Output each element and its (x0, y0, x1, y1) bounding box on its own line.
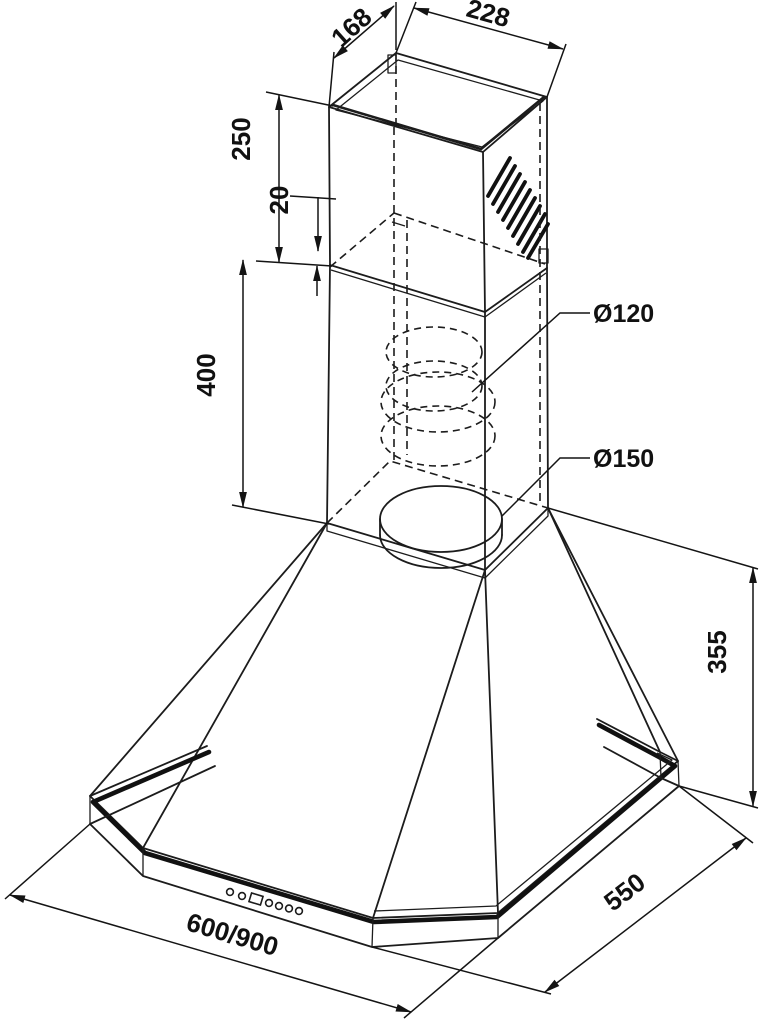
control-button (225, 887, 235, 897)
duct-adapter-hidden (380, 326, 496, 467)
control-button (284, 904, 294, 913)
dim-label-355: 355 (702, 630, 732, 673)
callout-duct-150: Ø150 (501, 445, 654, 517)
dim-400: 400 (191, 259, 330, 525)
control-button (264, 898, 274, 908)
callout-duct-120: Ø120 (471, 300, 654, 393)
control-button (237, 891, 247, 901)
dim-label-250: 250 (226, 117, 256, 160)
canopy-slant-edges (89, 507, 679, 919)
outlet-collar (379, 485, 503, 569)
hidden-edges (326, 53, 549, 524)
dim-label-168: 168 (325, 2, 377, 53)
duct-diameter-150-label: Ø150 (593, 445, 654, 473)
control-button (294, 906, 304, 916)
vent-grille-icon (486, 156, 550, 260)
dim-168: 168 (325, 2, 397, 108)
dim-250: 250 (226, 91, 334, 267)
base-rim (89, 718, 680, 948)
dim-label-20: 20 (264, 186, 294, 215)
control-button (274, 901, 284, 911)
dim-label-400: 400 (191, 353, 221, 396)
dim-228: 228 (395, 0, 567, 98)
dim-355: 355 (547, 507, 759, 809)
dim-550: 550 (371, 785, 754, 995)
dim-20: 20 (264, 186, 337, 296)
lower-chimney-outline (326, 264, 549, 571)
dim-label-228: 228 (463, 0, 513, 33)
dim-label-550: 550 (598, 867, 651, 917)
control-display (247, 891, 265, 907)
duct-diameter-120-label: Ø120 (593, 300, 654, 328)
